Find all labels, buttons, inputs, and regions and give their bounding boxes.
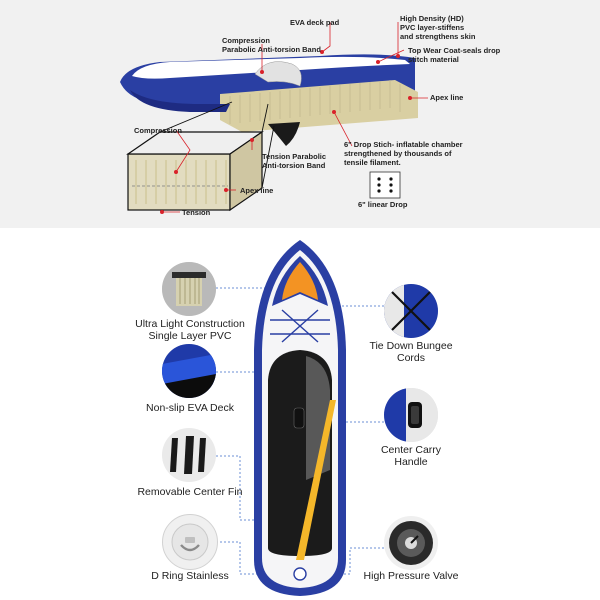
label-top-wear-coat: Top Wear Coat-seals drop stitch material	[408, 46, 501, 64]
label-apex-line-right: Apex line	[430, 93, 464, 102]
eva-pad-peel	[254, 61, 302, 87]
feature-label-pressure-valve: High Pressure Valve	[363, 570, 459, 582]
feature-label-ultra-light: Ultra Light Construction Single Layer PV…	[135, 318, 245, 342]
label-linear-drop: 6" linear Drop	[358, 200, 408, 209]
feature-label-d-ring: D Ring Stainless	[151, 570, 229, 582]
eva-deck-icon	[162, 344, 216, 398]
label-compression: Compression	[134, 126, 182, 135]
feature-label-center-fin: Removable Center Fin	[137, 486, 243, 498]
feature-label-eva-deck: Non-slip EVA Deck	[146, 402, 234, 414]
center-fin-icon	[162, 428, 216, 482]
label-compression-band: Compression Parabolic Anti-torsion Band	[222, 36, 321, 54]
label-eva-deck-pad: EVA deck pad	[290, 18, 340, 27]
label-apex-line-left: Apex line	[240, 186, 274, 195]
d-ring-icon	[162, 514, 218, 570]
carry-handle-icon	[384, 388, 438, 442]
board-base	[130, 90, 230, 112]
label-tension-band: Tension Parabolic Anti-torsion Band	[262, 152, 327, 170]
label-tension: Tension	[182, 208, 211, 217]
linear-drop-icon	[369, 171, 401, 199]
construction-diagram	[120, 22, 428, 214]
nose-orange-accent	[282, 262, 318, 300]
bungee-cord-icon	[384, 284, 438, 338]
layered-pvc-icon	[162, 262, 216, 316]
tension-band	[268, 122, 300, 146]
pressure-valve-icon	[384, 516, 438, 570]
feature-label-bungee: Tie Down Bungee Cords	[369, 340, 453, 364]
tail-logo	[293, 567, 307, 581]
board-carry-handle	[293, 407, 305, 429]
label-hd-pvc-layer: High Density (HD) PVC layer-stiffens and…	[400, 14, 476, 41]
label-drop-stitch: 6" Drop Stich- inflatable chamber streng…	[344, 140, 463, 167]
drop-stitch-core	[220, 80, 418, 132]
feature-label-carry-handle: Center Carry Handle	[380, 444, 442, 468]
deck-yellow-stripe	[296, 400, 336, 560]
